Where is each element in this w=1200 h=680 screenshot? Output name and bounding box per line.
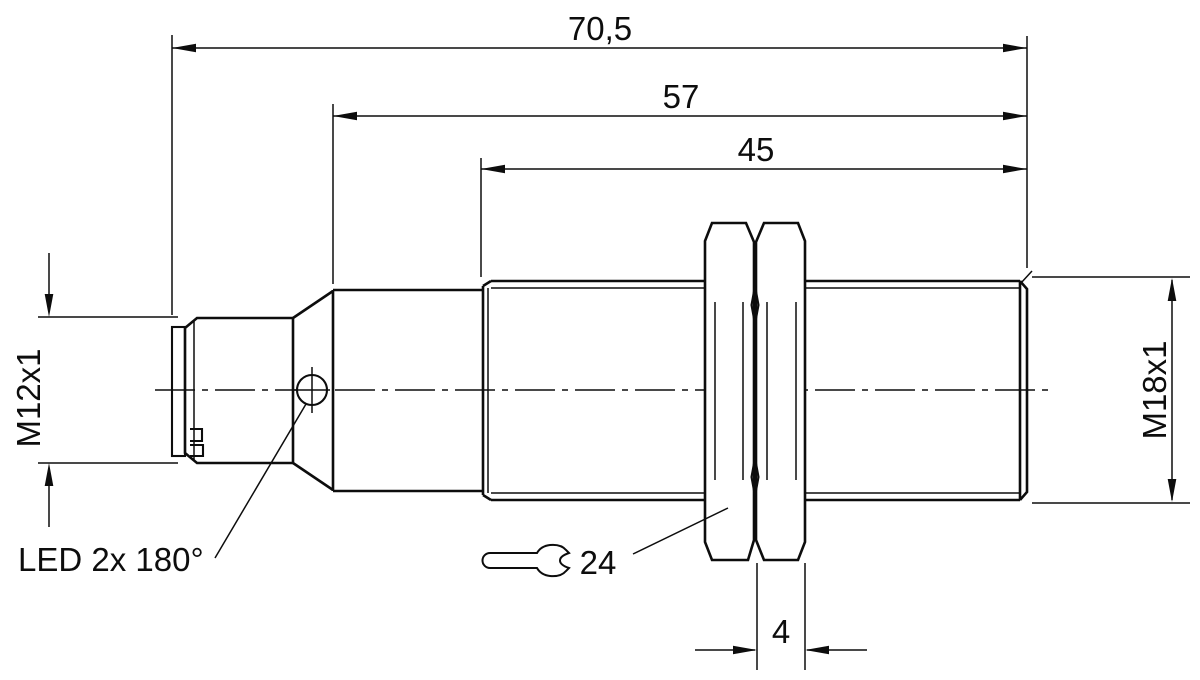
taper-edges <box>292 289 334 492</box>
arrowhead-bottom <box>44 463 54 486</box>
barrel-step <box>481 279 492 502</box>
arrowhead-bottom <box>1167 479 1177 502</box>
hex-nut-1 <box>703 221 756 562</box>
dim-thread-length: 45 <box>480 131 1027 277</box>
dim-m12-label: M12x1 <box>10 348 47 447</box>
led-center-marks <box>294 367 330 413</box>
dim-overall-length: 70,5 <box>171 10 1033 315</box>
dim-4-label: 4 <box>772 613 790 650</box>
extension-lines-70-5 <box>171 35 1028 315</box>
led-note-label: LED 2x 180° <box>18 541 204 578</box>
arrowhead-left <box>172 43 196 53</box>
dim-57-label: 57 <box>663 78 700 115</box>
barrel-outer-edges <box>491 279 1020 502</box>
extension-lines-m18 <box>1032 276 1190 504</box>
hex-nuts <box>703 221 807 562</box>
led-annotation: LED 2x 180° <box>18 367 330 578</box>
rear-housing <box>331 288 483 493</box>
extension-lines-m12 <box>38 316 178 464</box>
dim-70-5-label: 70,5 <box>568 10 632 47</box>
dim-connector-thread: M12x1 <box>10 253 178 527</box>
rear-housing-edges <box>331 288 483 493</box>
nut-facet-lines <box>714 302 797 480</box>
arrowhead-left <box>481 164 505 174</box>
wrench-annotation: 24 <box>481 507 729 581</box>
connector-thread-face <box>170 325 187 458</box>
threaded-barrel-m18 <box>481 279 1029 502</box>
wrench-icon <box>481 543 571 578</box>
wrench-size-label: 24 <box>580 544 617 581</box>
thread-root-lines <box>491 287 1021 494</box>
arrowhead-right <box>1003 43 1027 53</box>
break-tick <box>1020 270 1033 284</box>
dim-nut-thickness: 4 <box>695 563 867 670</box>
arrowhead-left <box>333 111 357 121</box>
arrowhead-top <box>44 294 54 317</box>
wrench-leader-line <box>632 507 729 555</box>
arrowhead-right <box>1003 164 1027 174</box>
dim-barrel-thread: M18x1 <box>1032 276 1190 504</box>
dim-housing-length: 57 <box>332 78 1027 284</box>
led-leader-line <box>214 403 307 559</box>
taper-section <box>292 289 334 492</box>
barrel-front-face <box>1018 280 1029 501</box>
extension-lines-4 <box>756 563 806 670</box>
dim-45-label: 45 <box>738 131 775 168</box>
arrowhead-left <box>733 645 757 655</box>
sensor-outline <box>170 221 1029 562</box>
arrowhead-right <box>1003 111 1027 121</box>
connector-keyway-notch <box>190 427 205 458</box>
hex-nut-2 <box>754 221 807 562</box>
arrowhead-right <box>805 645 829 655</box>
nut-facet-corners <box>750 285 760 497</box>
arrowhead-top <box>1167 278 1177 301</box>
dim-m18-label: M18x1 <box>1136 340 1173 439</box>
